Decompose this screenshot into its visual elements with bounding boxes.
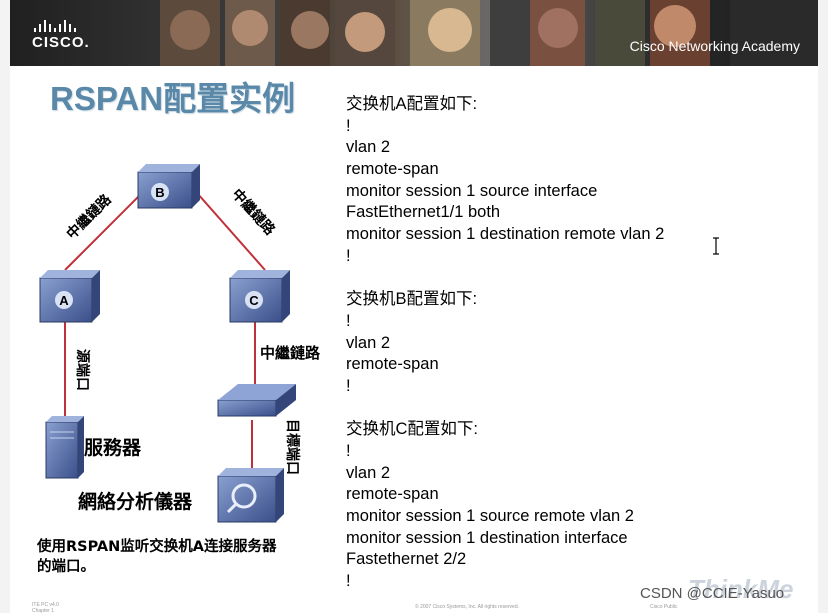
slide-title: RSPAN配置实例	[50, 80, 296, 117]
config-line: monitor session 1 source interface	[346, 181, 598, 200]
switch-c: C	[229, 270, 290, 323]
thinkme-logo: ThinkMe	[688, 574, 794, 604]
slide-caption: 使用RSPAN监听交换机A连接服务器 的端口。	[37, 537, 276, 577]
switch-c-config-title: 交换机C配置如下:	[346, 420, 478, 439]
switch-a: A	[39, 270, 100, 323]
link-a-b	[64, 189, 146, 271]
analyzer-label: 網絡分析儀器	[78, 490, 193, 513]
left-margin	[0, 0, 10, 613]
header-banner: CISCO. Cisco Networking Academy	[10, 0, 818, 66]
server-label: 服務器	[84, 436, 142, 459]
config-line: monitor session 1 source remote vlan 2	[346, 507, 634, 526]
footer-course: ITE PC v4.0	[32, 602, 59, 608]
config-line: FastEthernet1/1 both	[346, 203, 501, 222]
footer-chapter: Chapter 1	[32, 608, 54, 614]
switch-a-label: A	[59, 293, 69, 308]
academy-label: Cisco Networking Academy	[629, 38, 800, 54]
config-line: remote-span	[346, 160, 439, 179]
config-line: vlan 2	[346, 138, 391, 157]
dest-port-label: 目標端口	[284, 419, 301, 475]
config-line: remote-span	[346, 485, 439, 504]
config-line: monitor session 1 destination remote vla…	[346, 225, 665, 244]
trunk-label-left: 中繼鏈路	[63, 190, 115, 242]
caption-line-1: 使用RSPAN监听交换机A连接服务器	[37, 539, 277, 555]
right-margin	[818, 0, 828, 613]
cisco-logo-icon	[34, 18, 90, 32]
banner-photos	[160, 0, 818, 66]
config-line: !	[346, 246, 351, 265]
config-line: !	[346, 311, 351, 330]
analyzer-icon	[217, 468, 284, 523]
config-line: vlan 2	[346, 463, 391, 482]
caption-line-2: 的端口。	[37, 559, 95, 575]
link-b-c	[189, 184, 266, 271]
hub-switch	[217, 384, 296, 417]
cisco-logo: CISCO.	[32, 18, 90, 51]
server-icon	[45, 416, 84, 479]
footer-public: Cisco Public	[650, 604, 678, 610]
footer-copyright: © 2007 Cisco Systems, Inc. All rights re…	[415, 604, 520, 610]
config-line: !	[346, 442, 351, 460]
config-line: !	[346, 376, 351, 395]
config-line: !	[346, 116, 351, 135]
config-line: Fastethernet 2/2	[346, 550, 467, 569]
trunk-label-c: 中繼鏈路	[260, 344, 321, 362]
csdn-watermark: CSDN @CCIE-Yasuo	[640, 585, 785, 602]
config-spacer	[346, 398, 664, 420]
config-line: vlan 2	[346, 333, 391, 352]
config-text: 交换机A配置如下: ! vlan 2 remote-span monitor s…	[346, 94, 664, 593]
footer-left: ITE PC v4.0 Chapter 1	[32, 602, 59, 614]
source-port-label: 源端口	[74, 349, 91, 391]
text-cursor-icon	[713, 237, 719, 255]
switch-b-label: B	[155, 185, 164, 200]
switch-b: B	[137, 164, 200, 209]
switch-c-label: C	[249, 293, 259, 308]
config-spacer	[346, 268, 664, 290]
trunk-label-right: 中繼鏈路	[228, 185, 279, 239]
switch-b-config-title: 交换机B配置如下:	[346, 290, 478, 309]
config-line: !	[346, 572, 351, 591]
cisco-logo-text: CISCO.	[32, 34, 90, 51]
config-line: remote-span	[346, 355, 439, 374]
switch-a-config-title: 交换机A配置如下:	[346, 95, 478, 113]
config-line: monitor session 1 destination interface	[346, 528, 628, 547]
rspan-diagram: B A C 中繼鏈路 中繼鏈路 中繼鏈路 源端口	[39, 164, 321, 523]
